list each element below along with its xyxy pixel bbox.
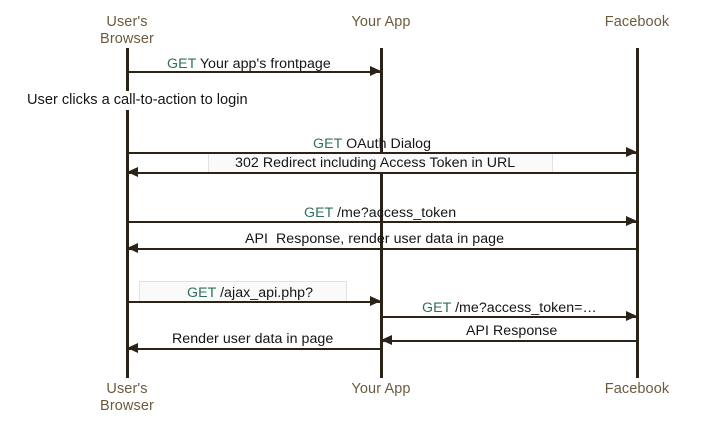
message-text-m3: 302 Redirect including Access Token in U… [235, 155, 516, 171]
http-verb-m6: GET [187, 285, 217, 301]
http-verb-m7: GET [422, 300, 452, 316]
message-text-m4: /me?access_token [337, 205, 457, 221]
message-label-m8: API Response [466, 323, 557, 339]
arrow-head-m8 [381, 335, 392, 346]
message-label-m1: GET Your app's frontpage [167, 56, 331, 72]
message-text-m9: Render user data in page [172, 331, 334, 347]
participant-footer-app: Your App [351, 381, 411, 397]
arrow-line-m6 [127, 301, 381, 304]
arrow-head-m5 [127, 243, 138, 254]
arrow-head-m4 [626, 216, 637, 227]
arrow-head-m2 [626, 147, 637, 158]
message-text-m1: Your app's frontpage [199, 56, 331, 72]
message-text-m6: /ajax_api.php? [220, 285, 314, 301]
lifeline-browser [125, 48, 129, 378]
http-verb-m2: GET [313, 136, 343, 152]
message-label-m4: GET /me?access_token [304, 205, 456, 221]
participant-header-browser: User's Browser [100, 14, 154, 47]
lifeline-facebook [635, 48, 639, 378]
message-label-m6: GET /ajax_api.php? [187, 285, 313, 301]
arrow-head-m3 [127, 167, 138, 178]
http-verb-m4: GET [304, 205, 334, 221]
participant-header-app: Your App [351, 14, 411, 30]
arrow-head-m9 [127, 343, 138, 354]
arrow-head-m6 [370, 296, 381, 307]
message-text-m5: API Response, render user data in page [245, 231, 505, 247]
participant-footer-facebook: Facebook [604, 381, 670, 397]
arrow-head-m1 [370, 66, 381, 77]
arrow-line-m9 [127, 348, 381, 351]
arrow-line-m3 [127, 172, 637, 175]
arrow-line-m8 [381, 340, 637, 343]
message-text-m7: /me?access_token=… [455, 300, 597, 316]
arrow-head-m7 [626, 311, 637, 322]
arrow-line-m4 [127, 221, 637, 224]
arrow-line-m1 [127, 71, 381, 74]
participant-header-facebook: Facebook [604, 14, 670, 30]
message-label-m7: GET /me?access_token=… [422, 300, 597, 316]
message-label-m2: GET OAuth Dialog [313, 136, 431, 152]
participant-footer-browser: User's Browser [100, 381, 154, 414]
message-text-m2: OAuth Dialog [346, 136, 432, 152]
message-label-m9: Render user data in page [172, 331, 333, 347]
arrow-line-m5 [127, 248, 637, 251]
message-label-m5: API Response, render user data in page [245, 231, 504, 247]
arrow-line-m7 [381, 316, 637, 319]
note-n1: User clicks a call-to-action to login [24, 91, 251, 110]
arrow-line-m2 [127, 152, 637, 155]
http-verb-m1: GET [167, 56, 197, 72]
lifeline-app [379, 48, 383, 378]
message-text-m8: API Response [466, 323, 558, 339]
message-label-m3: 302 Redirect including Access Token in U… [235, 155, 515, 171]
